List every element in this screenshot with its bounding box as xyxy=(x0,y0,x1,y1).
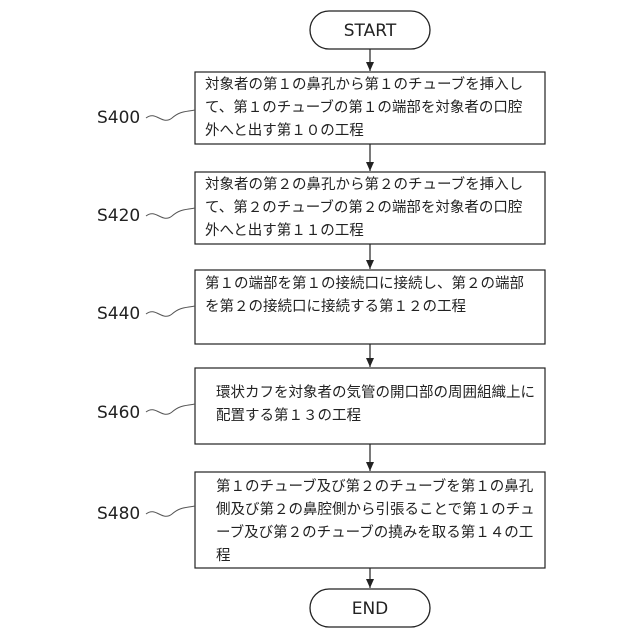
leader-s440 xyxy=(146,306,195,316)
step-text-s460: 環状カフを対象者の気管の開口部の周囲組織上に配置する第１３の工程 xyxy=(216,382,538,432)
leader-s420 xyxy=(146,208,195,218)
step-text-s420: 対象者の第２の鼻孔から第２のチューブを挿入して、第２のチューブの第２の端部を対象… xyxy=(205,174,535,242)
step-label-s460: S460 xyxy=(97,403,140,423)
end-terminal: END xyxy=(310,589,430,627)
end-label: END xyxy=(352,599,389,619)
step-text-s480: 第１のチューブ及び第２のチューブを第１の鼻孔側及び第２の鼻腔側から引張ることで第… xyxy=(216,476,538,566)
step-text-s400: 対象者の第１の鼻孔から第１のチューブを挿入して、第１のチューブの第１の端部を対象… xyxy=(205,74,535,142)
step-label-s420: S420 xyxy=(97,206,140,226)
leader-s460 xyxy=(146,404,195,414)
step-label-s480: S480 xyxy=(97,504,140,524)
step-text-s440: 第１の端部を第１の接続口に接続し、第２の端部を第２の接続口に接続する第１２の工程 xyxy=(205,273,535,341)
step-label-s400: S400 xyxy=(97,108,140,128)
start-label: START xyxy=(344,21,397,41)
leader-s400 xyxy=(146,110,195,120)
leader-s480 xyxy=(146,506,195,516)
start-terminal: START xyxy=(310,11,430,49)
step-label-s440: S440 xyxy=(97,304,140,324)
